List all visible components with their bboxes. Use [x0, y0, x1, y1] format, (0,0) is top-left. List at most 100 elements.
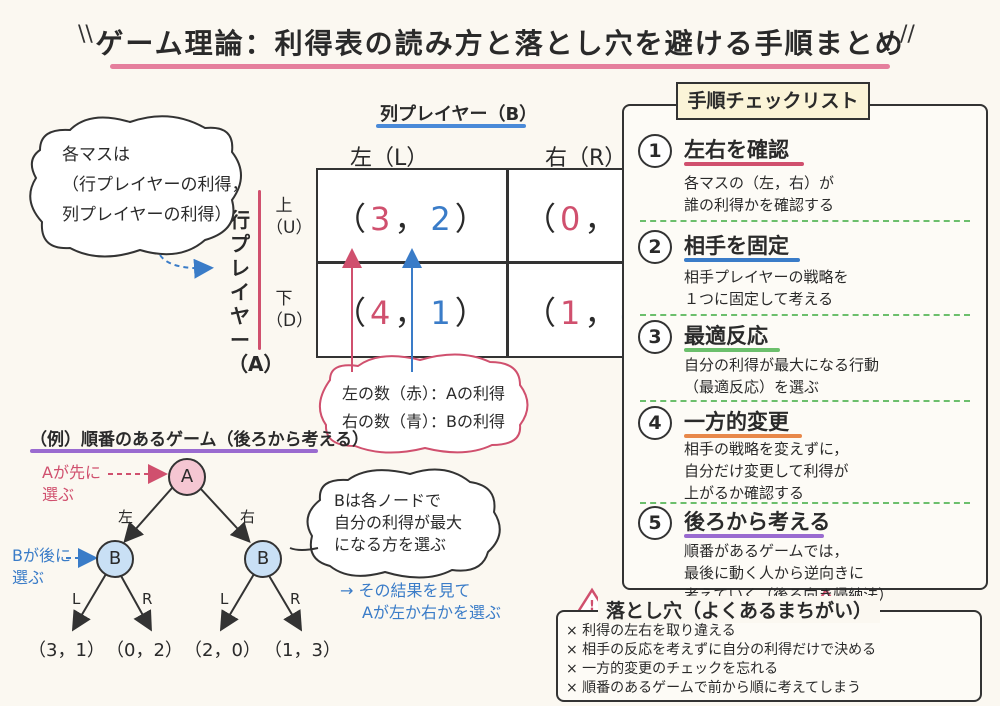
pitfall-item: × 一方的変更のチェックを忘れる — [566, 661, 779, 677]
tree-edge-b2-r — [267, 573, 303, 632]
edge-label-l: L — [220, 590, 229, 608]
step-desc-2: 相手プレイヤーの戦略を １つに固定して考える — [684, 266, 849, 310]
title-deco-right: // — [900, 22, 915, 47]
example-title: （例）順番のあるゲーム（後ろから考える） — [30, 430, 369, 450]
row-up-label: 上（U） — [266, 196, 313, 238]
step-desc-line: １つに固定して考える — [684, 290, 834, 308]
step-underline-3 — [684, 348, 780, 352]
b-after-line: 選ぶ — [12, 568, 45, 587]
example-title-underline — [30, 449, 318, 453]
title-underline — [110, 64, 890, 69]
step-title-2: 相手を固定 — [684, 234, 789, 258]
tree-cloud-tail — [289, 547, 319, 551]
step-underline-5 — [684, 534, 824, 538]
step-desc-line: 相手の戦略を変えずに， — [684, 440, 849, 458]
legend-line-blue: 右の数（青）：Bの利得 — [342, 412, 505, 431]
step-desc-line: 順番があるゲームでは， — [684, 542, 849, 560]
payoff-a: 1 — [560, 294, 585, 332]
tree-node-a: A — [168, 458, 206, 496]
step-desc-line: 最後に動く人から逆向きに — [684, 564, 865, 582]
pitfall-item: × 利得の左右を取り違える — [566, 623, 736, 639]
tree-edge-root-left — [123, 487, 173, 543]
tree-cloud-text: Bは各ノードで 自分の利得が最大 になる方を選ぶ — [334, 490, 462, 556]
payoff-a: 3 — [370, 200, 395, 238]
step-desc-line: （最適反応）を選ぶ — [684, 378, 820, 396]
payoff-a: 4 — [370, 294, 395, 332]
tree-cloud-line: 自分の利得が最大 — [334, 513, 463, 532]
leaf-payoff: （3，1） — [28, 640, 105, 661]
step-number-5: 5 — [638, 506, 672, 540]
cloud-line: 各マスは — [62, 145, 130, 165]
step-desc-line: 自分の利得が最大になる行動 — [684, 356, 880, 374]
leaf-payoff: （1，3） — [264, 640, 341, 661]
step-underline-2 — [684, 258, 800, 262]
pitfall-item: × 順番のあるゲームで前から順に考えてしまう — [566, 680, 862, 696]
step-underline-1 — [684, 162, 804, 166]
pitfall-item: × 相手の反応を考えずに自分の利得だけで決める — [566, 642, 877, 658]
edge-label-right: 右 — [240, 508, 256, 526]
edge-label-r: R — [290, 590, 301, 608]
step-desc-line: 自分だけ変更して利得が — [684, 462, 849, 480]
step-separator — [640, 502, 970, 504]
row-player-line — [258, 190, 261, 350]
title-deco-left: \\ — [78, 22, 93, 47]
step-desc-line: 相手プレイヤーの戦略を — [684, 268, 849, 286]
step-desc-1: 各マスの（左，右）が 誰の利得かを確認する — [684, 172, 834, 216]
svg-text:!: ! — [589, 599, 595, 614]
cloud-line: 列プレイヤーの利得） — [62, 205, 232, 225]
explain-cloud-text: 各マスは （行プレイヤーの利得， 列プレイヤーの利得） — [62, 140, 249, 230]
step-separator — [640, 314, 970, 316]
step-number-1: 1 — [638, 134, 672, 168]
checklist-title: 手順チェックリスト — [676, 82, 870, 120]
step-number-2: 2 — [638, 230, 672, 264]
step-desc-line: 各マスの（左，右）が — [684, 174, 835, 192]
tree-node-b-left: B — [96, 540, 134, 578]
matrix-divider-horizontal — [316, 261, 701, 264]
col-left-label: 左（L） — [350, 146, 429, 171]
tree-edge-b1-r — [119, 573, 152, 632]
step-desc-line: 上がるか確認する — [684, 484, 805, 502]
tree-edge-b2-l — [219, 573, 255, 632]
explain-cloud — [29, 115, 242, 258]
step-title-5: 後ろから考える — [684, 510, 831, 534]
col-right-label: 右（R） — [545, 146, 627, 171]
payoff-a: 0 — [560, 200, 585, 238]
leaf-payoff: （0，2） — [106, 640, 183, 661]
legend-line-red: 左の数（赤）：Aの利得 — [342, 384, 505, 403]
legend-cloud — [319, 353, 529, 454]
cloud-pointer-arrow — [159, 254, 214, 279]
step-title-4: 一方的変更 — [684, 410, 789, 434]
a-first-line: 選ぶ — [42, 485, 75, 504]
a-first-line: Aが先に — [42, 463, 101, 482]
tree-cloud-line: になる方を選ぶ — [334, 535, 447, 554]
edge-label-left: 左 — [118, 508, 134, 526]
tree-edge-b1-l — [71, 573, 107, 632]
tree-edge-root-right — [199, 487, 251, 543]
step-title-1: 左右を確認 — [684, 138, 789, 162]
pitfalls-box — [556, 610, 982, 702]
b-after-label: Bが後に 選ぶ — [12, 545, 71, 589]
pitfalls-list: × 利得の左右を取り違える × 相手の反応を考えずに自分の利得だけで決める × … — [566, 622, 876, 698]
cell-down-left: （4，1） — [334, 294, 491, 332]
step-separator — [640, 220, 970, 222]
payoff-b: 1 — [430, 294, 455, 332]
step-desc-4: 相手の戦略を変えずに， 自分だけ変更して利得が 上がるか確認する — [684, 438, 849, 504]
payoff-b: 2 — [430, 200, 455, 238]
cloud-line: （行プレイヤーの利得， — [62, 175, 249, 195]
step-number-4: 4 — [638, 406, 672, 440]
step-desc-3: 自分の利得が最大になる行動 （最適反応）を選ぶ — [684, 354, 879, 398]
tree-cloud — [306, 468, 501, 579]
page-title: ゲーム理論：利得表の読み方と落とし穴を避ける手順まとめ — [95, 27, 905, 60]
row-down-label: 下（D） — [266, 289, 314, 331]
leaf-payoff: （2，0） — [184, 640, 261, 661]
edge-label-l: L — [72, 590, 81, 608]
tree-cloud-line: Bは各ノードで — [334, 491, 441, 510]
tree-node-b-right: B — [244, 540, 282, 578]
cell-up-left: （3，2） — [334, 200, 491, 238]
a-first-label: Aが先に 選ぶ — [42, 462, 101, 506]
legend-cloud-text: 左の数（赤）：Aの利得 右の数（青）：Bの利得 — [342, 380, 505, 436]
col-player-underline — [376, 124, 526, 128]
result-line: Aが左か右かを選ぶ — [362, 603, 501, 622]
step-separator — [640, 400, 970, 402]
col-player-label: 列プレイヤー（B） — [380, 104, 538, 125]
